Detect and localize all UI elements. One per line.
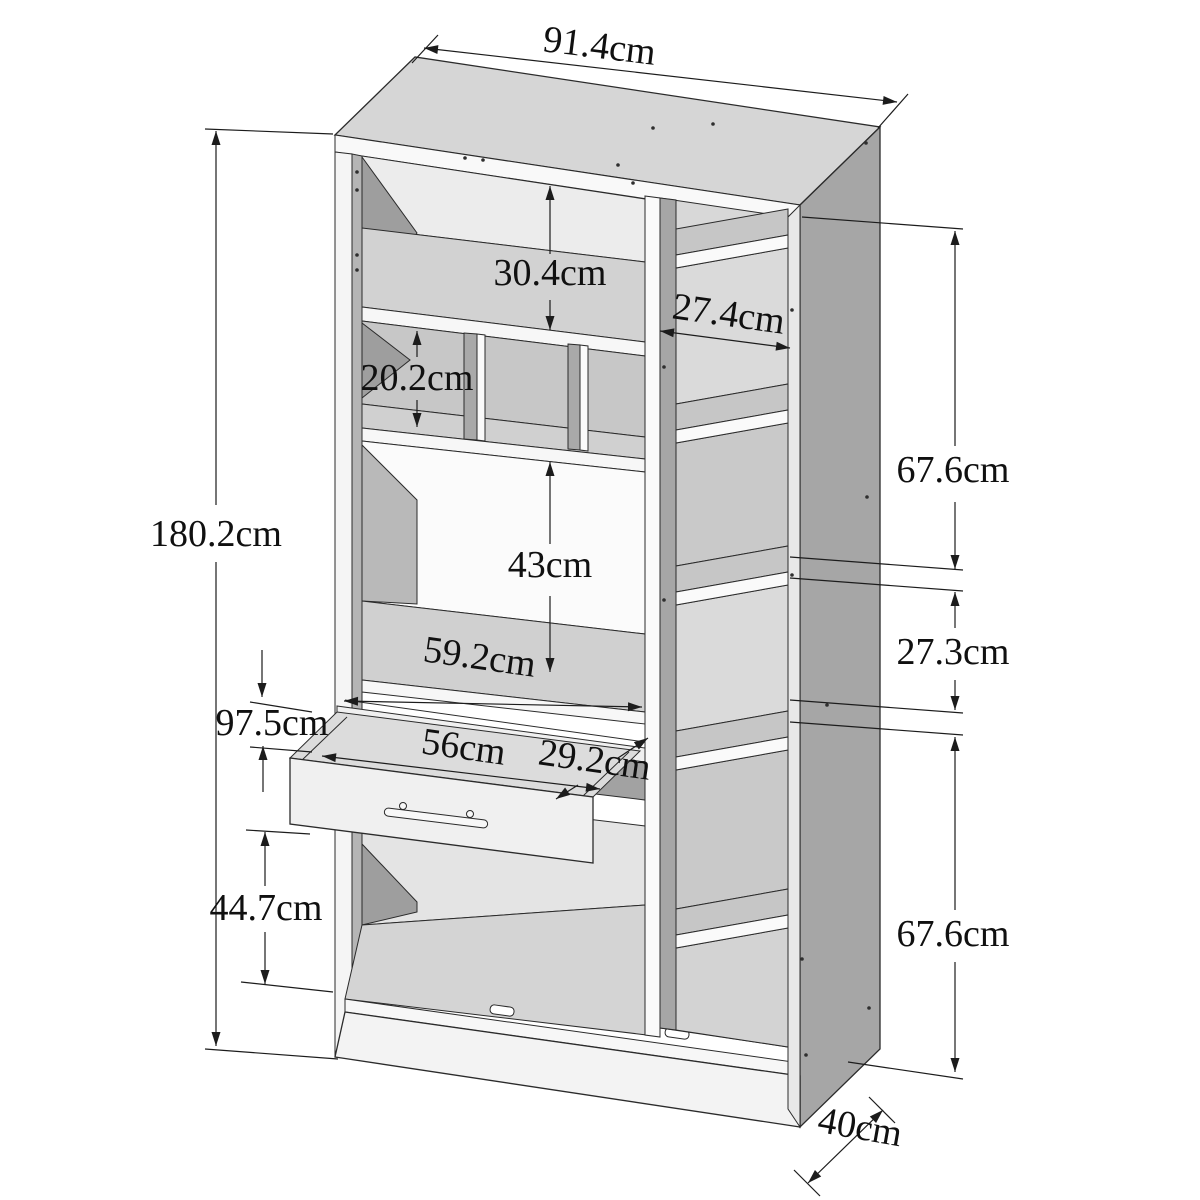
cubby-dividers: [463, 332, 589, 452]
right-side-panel-front-edge: [787, 203, 801, 1129]
left-side-panel-front-edge: [334, 151, 353, 1060]
dimension-center-opening: 43cm: [508, 462, 592, 672]
drawer-handle[interactable]: [383, 802, 489, 829]
dim-center-opening-label: 43cm: [508, 544, 592, 586]
dim-tray-clearance-label: 97.5cm: [216, 702, 329, 744]
dim-top-compartment-label: 30.4cm: [494, 252, 607, 294]
dimension-overall-height: 180.2cm: [150, 128, 339, 1060]
dimension-right-middle-section: 27.3cm: [789, 556, 1010, 736]
right-column: [659, 197, 801, 1129]
dim-overall-height-label: 180.2cm: [150, 513, 282, 555]
dimension-top-compartment: 30.4cm: [494, 186, 607, 330]
drawer-front-panel: [289, 757, 594, 864]
dim-right-lower-label: 67.6cm: [897, 913, 1010, 955]
left-side-panel-inner-edge: [351, 153, 363, 1061]
cabinet: [288, 56, 882, 1129]
center-divider: [644, 195, 661, 1038]
right-side-panel-outer: [799, 125, 881, 1129]
fitting-dots: [355, 122, 871, 1057]
dimension-right-lower-section: 67.6cm: [847, 737, 1010, 1080]
dim-overall-width-label: 91.4cm: [541, 18, 658, 73]
base-handle-cutout-left: [489, 1004, 515, 1017]
right-column-shelves: [675, 208, 789, 949]
dim-overall-depth-label: 40cm: [815, 1099, 905, 1155]
dimension-right-upper-section: 67.6cm: [801, 216, 1010, 569]
drawer[interactable]: [288, 711, 642, 864]
dim-bottom-compartment-label: 44.7cm: [210, 887, 323, 929]
dim-right-upper-label: 67.6cm: [897, 449, 1010, 491]
dimension-tray-clearance: 97.5cm: [216, 650, 329, 792]
dim-cubby-height-label: 20.2cm: [361, 357, 474, 399]
dim-right-middle-label: 27.3cm: [897, 631, 1010, 673]
dimension-bottom-compartment: 44.7cm: [210, 829, 334, 993]
dimension-cubby-height: 20.2cm: [361, 331, 474, 427]
